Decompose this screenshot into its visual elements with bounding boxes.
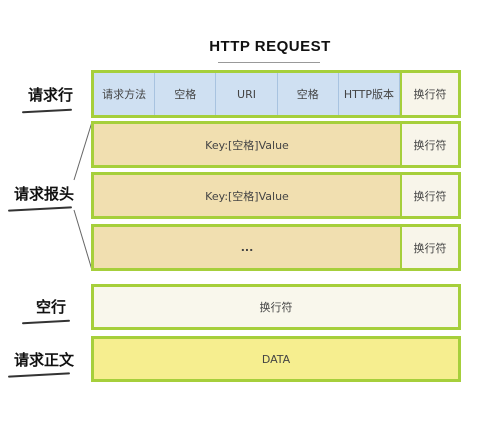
header-ellipsis: ... — [94, 227, 400, 268]
cell-uri: URI — [216, 73, 278, 115]
body-row: DATA — [91, 336, 461, 382]
blank-line-row: 换行符 — [91, 284, 461, 330]
header-newline: 换行符 — [400, 175, 458, 216]
header-row: Key:[空格]Value 换行符 — [91, 172, 461, 219]
diagram-title: HTTP REQUEST — [209, 38, 331, 55]
header-key-value: Key:[空格]Value — [94, 124, 400, 165]
body-data: DATA — [94, 339, 458, 379]
cell-space-1: 空格 — [155, 73, 217, 115]
request-line-row: 请求方法 空格 URI 空格 HTTP版本 换行符 — [91, 70, 461, 118]
cell-method: 请求方法 — [94, 73, 156, 115]
header-key-value: Key:[空格]Value — [94, 175, 400, 216]
cell-http-version: HTTP版本 — [338, 73, 401, 115]
header-row: ... 换行符 — [91, 224, 461, 271]
label-request-line: 请求行 — [28, 86, 74, 104]
cell-request-line-newline: 换行符 — [400, 73, 459, 115]
blank-line-newline: 换行符 — [94, 287, 458, 327]
cell-space-2: 空格 — [277, 73, 339, 115]
header-newline: 换行符 — [400, 227, 458, 268]
header-newline: 换行符 — [400, 124, 458, 165]
label-blank-line: 空行 — [36, 298, 67, 316]
label-headers: 请求报头 — [14, 185, 75, 203]
header-row: Key:[空格]Value 换行符 — [91, 121, 461, 168]
title-underline — [218, 62, 320, 63]
label-body: 请求正文 — [14, 351, 75, 369]
